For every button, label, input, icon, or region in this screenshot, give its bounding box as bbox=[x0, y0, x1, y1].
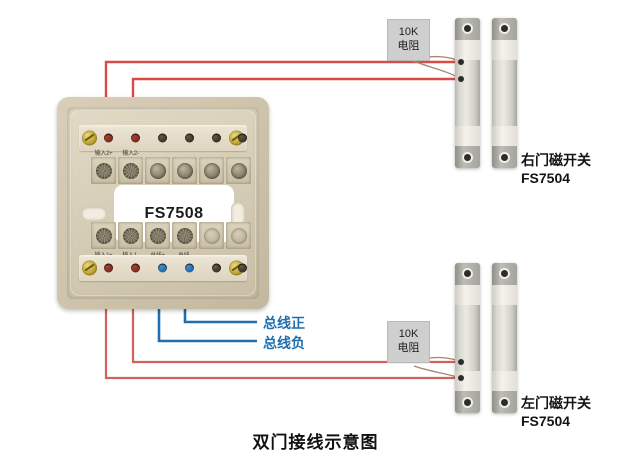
module-slot-left bbox=[81, 207, 107, 221]
resistor-top: 10K 电阻 bbox=[387, 19, 430, 61]
module-fs7508: 输入2+ 输入2- FS7508 bbox=[57, 97, 269, 309]
terminal-bottom-6 bbox=[226, 222, 251, 249]
magnet-switch-left-pair bbox=[455, 263, 535, 413]
terminal-top-6 bbox=[226, 157, 251, 184]
terminal-hole-top-4 bbox=[185, 133, 194, 143]
terminal-label-top-6 bbox=[227, 147, 250, 156]
bus-positive-label: 总线正 bbox=[263, 315, 305, 331]
resistor-bottom-value: 10K bbox=[398, 328, 419, 341]
terminal-label-row-top: 输入2+ 输入2- bbox=[91, 147, 251, 157]
magnet-switch-left-body bbox=[455, 263, 480, 413]
resistor-lead-bottom-a bbox=[413, 365, 462, 379]
resistor-top-value: 10K bbox=[398, 26, 419, 39]
magnet-switch-right-magnet bbox=[492, 18, 517, 168]
resistor-lead-top-a bbox=[410, 59, 462, 80]
terminal-label-top-2: 输入2- bbox=[122, 150, 139, 157]
terminal-hole-top-3 bbox=[158, 133, 167, 143]
magnet-switch-left-screw-hole-top bbox=[462, 268, 473, 279]
mounting-screw-bottom-left bbox=[82, 260, 97, 276]
magnet-right-screw-hole-top bbox=[499, 23, 510, 34]
terminal-hole-bottom-6 bbox=[238, 263, 247, 273]
magnet-left-screw-hole-bottom bbox=[499, 397, 510, 408]
terminal-top-2 bbox=[118, 157, 143, 184]
terminal-label-top-4 bbox=[173, 147, 196, 156]
terminal-block-bottom bbox=[91, 222, 251, 249]
terminal-hole-top-5 bbox=[212, 133, 221, 143]
magnet-switch-right-pair bbox=[455, 18, 535, 168]
switch-right-model-label: FS7504 bbox=[521, 170, 571, 186]
switch-right-name-label: 右门磁开关 bbox=[521, 152, 591, 168]
magnet-switch-right-body bbox=[455, 18, 480, 168]
resistor-bottom-name: 电阻 bbox=[397, 342, 420, 354]
terminal-top-3 bbox=[145, 157, 170, 184]
diagram-caption: 双门接线示意图 bbox=[252, 433, 379, 452]
magnet-switch-left-screw-hole-bottom bbox=[462, 397, 473, 408]
terminal-bottom-5 bbox=[199, 222, 224, 249]
magnet-switch-right-screw-hole-bottom bbox=[462, 152, 473, 163]
terminal-label-top-1: 输入2+ bbox=[94, 150, 113, 157]
switch-left-name-label: 左门磁开关 bbox=[521, 395, 591, 411]
terminal-hole-bottom-4 bbox=[185, 263, 194, 273]
terminal-hole-bottom-2 bbox=[131, 263, 140, 273]
terminal-top-1 bbox=[91, 157, 116, 184]
mounting-screw-top-left bbox=[82, 130, 97, 146]
terminal-dot-left-switch-b bbox=[458, 375, 464, 381]
bus-negative-label: 总线负 bbox=[263, 335, 305, 351]
terminal-hole-bottom-5 bbox=[212, 263, 221, 273]
resistor-top-name: 电阻 bbox=[397, 40, 420, 52]
terminal-hole-bottom-1 bbox=[104, 263, 113, 273]
terminal-dot-right-switch-b bbox=[458, 76, 464, 82]
terminal-hole-bottom-3 bbox=[158, 263, 167, 273]
terminal-bottom-1 bbox=[91, 222, 116, 249]
magnet-left-screw-hole-top bbox=[499, 268, 510, 279]
terminal-bottom-2 bbox=[118, 222, 143, 249]
terminal-hole-top-1 bbox=[104, 133, 113, 143]
magnet-switch-right-screw-hole-top bbox=[462, 23, 473, 34]
terminal-dot-left-switch-a bbox=[458, 359, 464, 365]
module-slot-right bbox=[231, 202, 245, 228]
module-inner-face: 输入2+ 输入2- FS7508 bbox=[67, 107, 259, 299]
terminal-bottom-4 bbox=[172, 222, 197, 249]
terminal-block-top bbox=[91, 157, 251, 184]
magnet-switch-left-magnet bbox=[492, 263, 517, 413]
magnet-right-screw-hole-bottom bbox=[499, 152, 510, 163]
switch-left-model-label: FS7504 bbox=[521, 413, 571, 429]
terminal-top-5 bbox=[199, 157, 224, 184]
resistor-bottom: 10K 电阻 bbox=[387, 321, 430, 363]
terminal-hole-strip-top bbox=[79, 125, 247, 151]
terminal-dot-right-switch-a bbox=[458, 59, 464, 65]
terminal-label-top-3 bbox=[146, 147, 169, 156]
module-model-label: FS7508 bbox=[144, 204, 204, 222]
terminal-hole-top-2 bbox=[131, 133, 140, 143]
terminal-bottom-3 bbox=[145, 222, 170, 249]
terminal-hole-strip-bottom bbox=[79, 255, 247, 281]
terminal-top-4 bbox=[172, 157, 197, 184]
terminal-hole-top-6 bbox=[238, 133, 247, 143]
terminal-label-top-5 bbox=[200, 147, 223, 156]
